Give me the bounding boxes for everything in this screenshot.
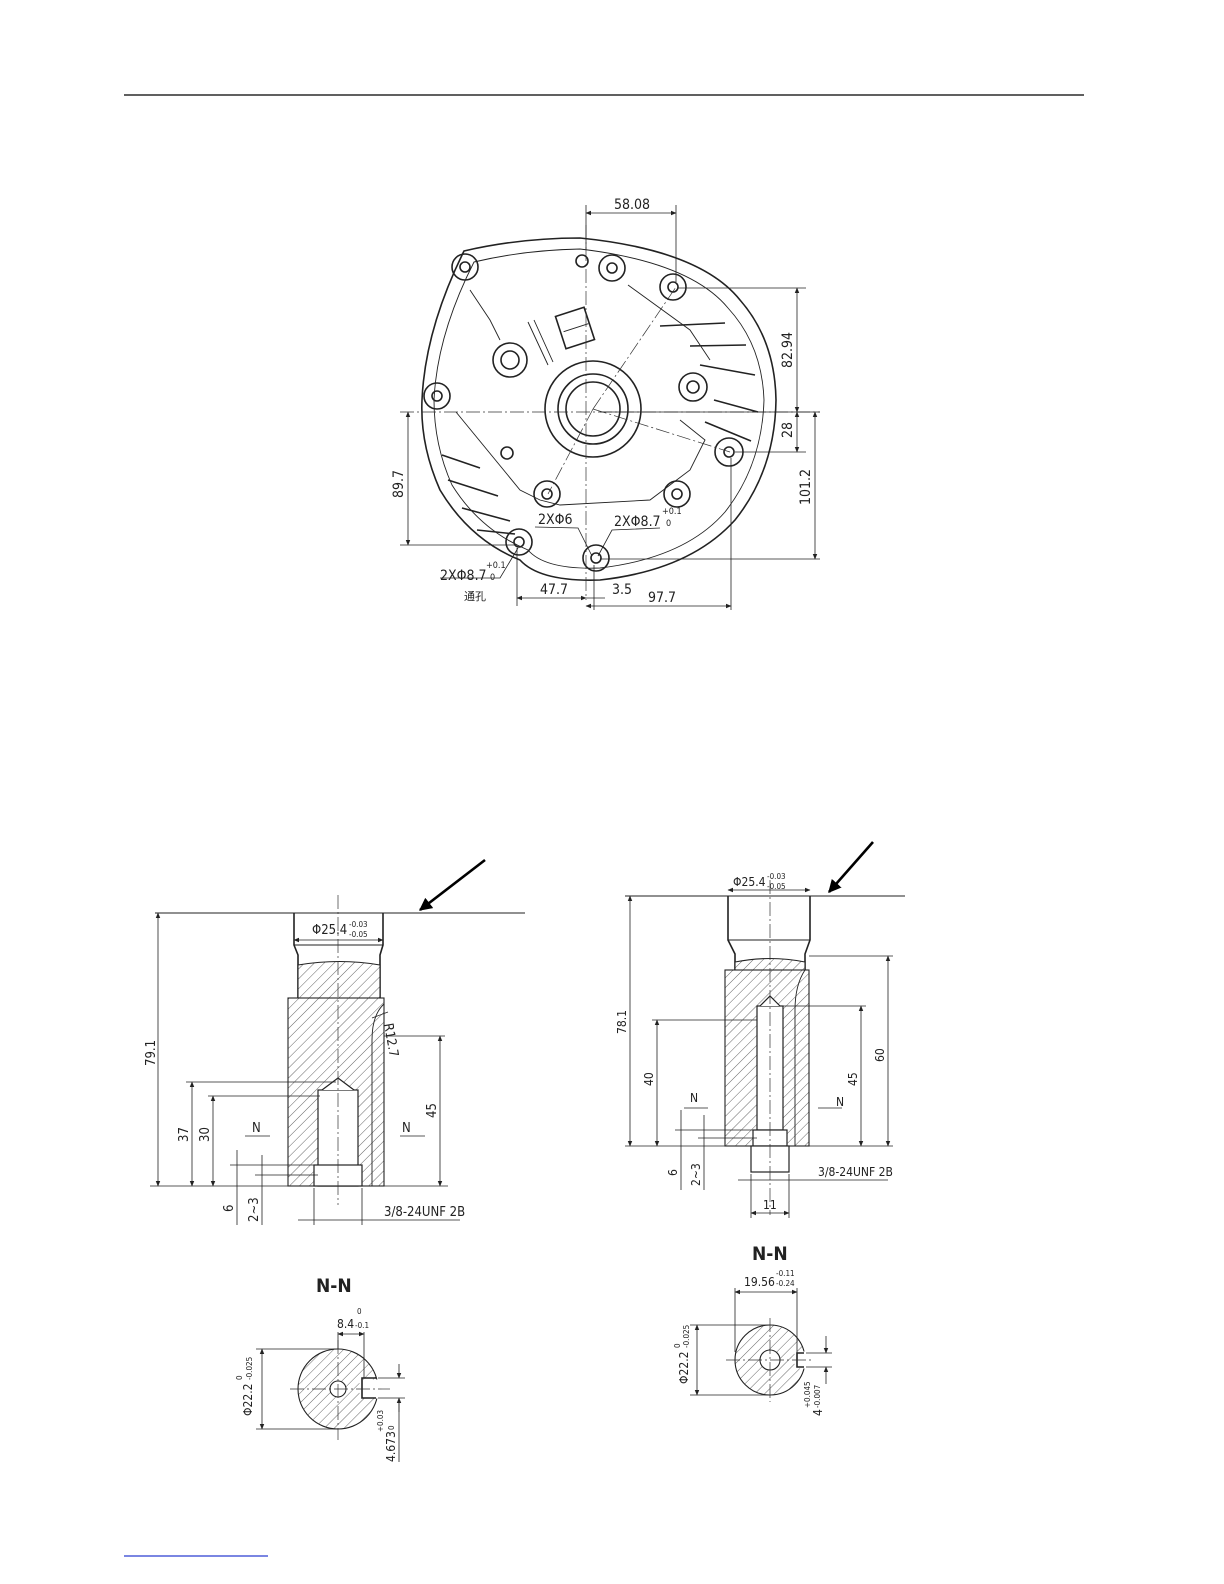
dim-right-offset: 28 bbox=[780, 422, 796, 438]
left-dia-tol-up: -0.03 bbox=[349, 920, 368, 929]
right-section-mark-r: N bbox=[836, 1095, 844, 1109]
right-section-width-tol-lo: -0.24 bbox=[776, 1279, 795, 1288]
right-section-drawing bbox=[726, 1318, 812, 1402]
dim-bottom-mid: 3.5 bbox=[612, 582, 632, 598]
dim-right-lower: 101.2 bbox=[798, 469, 814, 505]
left-section-width: 8.4 bbox=[337, 1317, 354, 1331]
hole-small-label: 2XΦ6 bbox=[538, 512, 573, 528]
hole-left-tol-lo: 0 bbox=[490, 573, 495, 583]
right-section-key-tol-up: +0.045 bbox=[803, 1381, 812, 1408]
hole-mid-label: 2XΦ8.7 bbox=[614, 514, 661, 530]
end-view-dimensions bbox=[400, 205, 820, 610]
right-dim-45: 45 bbox=[846, 1072, 860, 1086]
left-dim-2-3: 2~3 bbox=[247, 1197, 262, 1222]
right-dim-40: 40 bbox=[642, 1072, 656, 1086]
hole-left-tol-up: +0.1 bbox=[486, 561, 506, 571]
left-section-mark-l: N bbox=[252, 1121, 261, 1136]
left-section-dia: Φ22.2 bbox=[241, 1383, 255, 1416]
dim-left-height: 89.7 bbox=[391, 470, 407, 498]
housing-outline bbox=[422, 238, 776, 580]
right-section-key: 4 bbox=[811, 1409, 825, 1416]
left-section-mark-r: N bbox=[402, 1121, 411, 1136]
hole-left-label: 2XΦ8.7 bbox=[440, 568, 487, 584]
left-section-dia-tol-lo: -0.025 bbox=[245, 1357, 254, 1380]
right-shaft-drawing bbox=[625, 842, 905, 1215]
left-section-width-tol-up: 0 bbox=[357, 1307, 362, 1316]
left-section-key-tol-lo: 0 bbox=[387, 1425, 396, 1430]
right-dim-60: 60 bbox=[873, 1048, 887, 1062]
right-section-width-tol-up: -0.11 bbox=[776, 1269, 795, 1278]
right-section-text: N-N 19.56 -0.11 -0.24 Φ22.2 0 -0.025 4 +… bbox=[673, 1243, 825, 1416]
right-dim-11: 11 bbox=[763, 1198, 777, 1212]
hole-mid-tol-up: +0.1 bbox=[662, 507, 682, 517]
dim-right-upper: 82.94 bbox=[780, 332, 796, 368]
dim-bottom-right: 97.7 bbox=[648, 590, 676, 606]
right-dim-2-3: 2~3 bbox=[689, 1163, 703, 1186]
right-dia-tol-lo: -0.05 bbox=[767, 882, 786, 891]
dim-bottom-left: 47.7 bbox=[540, 582, 568, 598]
dim-top-width: 58.08 bbox=[614, 197, 650, 213]
right-thread: 3/8-24UNF 2B bbox=[818, 1165, 893, 1179]
left-dim-37: 37 bbox=[177, 1127, 192, 1142]
left-overall-dim: 79.1 bbox=[144, 1040, 159, 1066]
left-dim-30: 30 bbox=[198, 1127, 213, 1142]
right-section-key-tol-lo: -0.007 bbox=[813, 1385, 822, 1408]
left-dia-tol-lo: -0.05 bbox=[349, 930, 368, 939]
left-section-width-tol-lo: -0.1 bbox=[355, 1321, 369, 1330]
left-section-key-tol-up: +0.03 bbox=[376, 1410, 385, 1432]
left-section-dia-tol-up: 0 bbox=[235, 1375, 244, 1380]
through-hole-note: 通孔 bbox=[464, 590, 486, 603]
hole-mid-tol-lo: 0 bbox=[666, 519, 671, 529]
left-section-drawing bbox=[290, 1340, 390, 1440]
end-view-drawing bbox=[400, 225, 820, 600]
right-section-mark-l: N bbox=[690, 1091, 698, 1105]
right-section-dia-tol-lo: -0.025 bbox=[682, 1325, 691, 1348]
right-dia-label: Φ25.4 bbox=[733, 875, 766, 889]
right-dia-tol-up: -0.03 bbox=[767, 872, 786, 881]
left-section-title: N-N bbox=[316, 1275, 352, 1297]
right-section-dia-tol-up: 0 bbox=[673, 1343, 682, 1348]
left-dim-45: 45 bbox=[425, 1103, 440, 1118]
left-dia-label: Φ25.4 bbox=[312, 923, 347, 938]
right-section-width: 19.56 bbox=[744, 1275, 775, 1289]
left-thread: 3/8-24UNF 2B bbox=[384, 1205, 465, 1220]
left-dim-6: 6 bbox=[222, 1205, 237, 1212]
right-dim-6: 6 bbox=[666, 1169, 680, 1176]
right-section-dia: Φ22.2 bbox=[677, 1351, 691, 1384]
left-section-key: 4.673 bbox=[384, 1431, 398, 1462]
left-shaft-drawing bbox=[155, 860, 525, 1205]
right-section-title: N-N bbox=[752, 1243, 788, 1265]
right-overall-dim: 78.1 bbox=[615, 1010, 629, 1034]
